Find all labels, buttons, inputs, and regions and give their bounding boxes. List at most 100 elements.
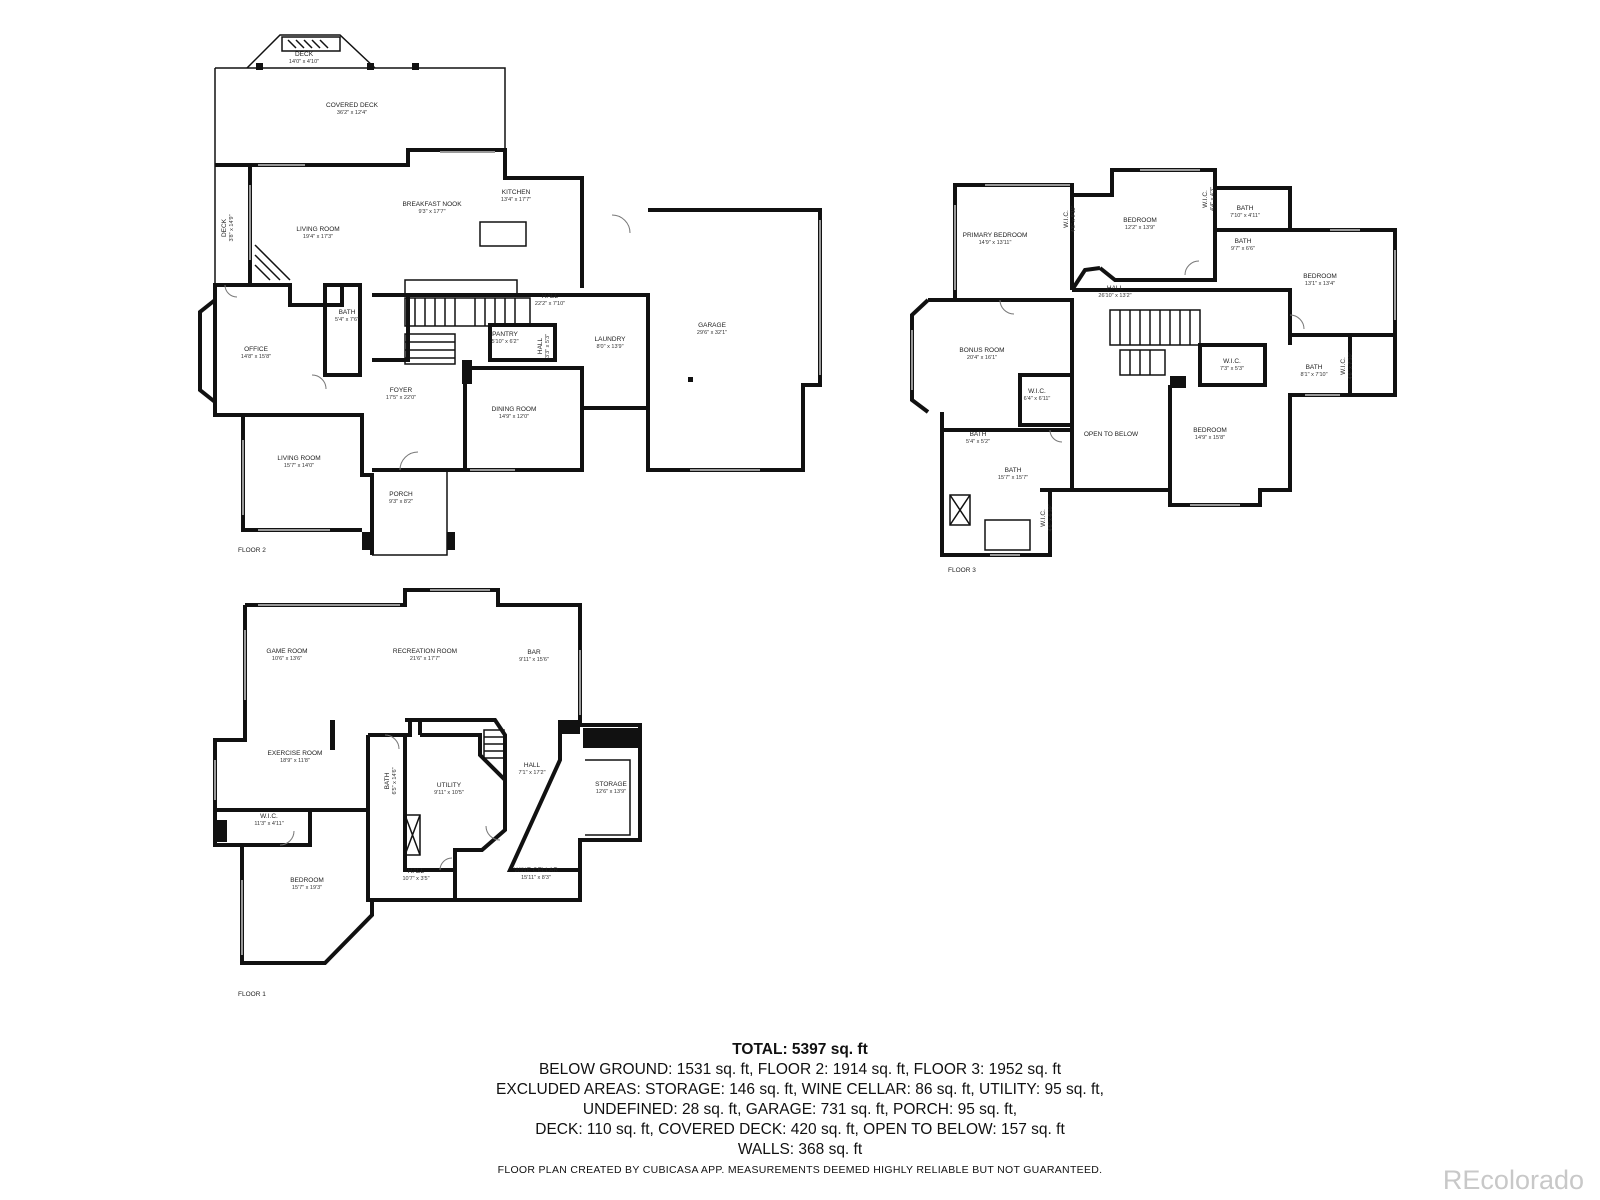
room-dimensions: 8'0" x 13'9" <box>596 344 623 350</box>
room-name: LIVING ROOM <box>296 226 339 233</box>
room-name: LIVING ROOM <box>277 455 320 462</box>
room-name: BATH <box>384 772 391 789</box>
room-dimensions: 18'9" x 11'8" <box>280 758 310 764</box>
room-name: HALL <box>537 337 544 354</box>
room-name: W.I.C. <box>1202 190 1209 208</box>
room-dimensions: 9'3" x 17'7" <box>418 209 445 215</box>
room-dimensions: 15'7" x 14'0" <box>284 463 314 469</box>
room-name: BONUS ROOM <box>959 347 1004 354</box>
room-label: W.I.C.11'3" x 4'11" <box>254 813 283 827</box>
room-name: STORAGE <box>595 781 627 788</box>
room-dimensions: 22'2" x 7'10" <box>535 301 565 307</box>
room-dimensions: 15'11" x 8'3" <box>521 875 551 881</box>
room-name: COVERED DECK <box>326 102 379 109</box>
room-dimensions: 5'4" x 5'2" <box>966 439 990 445</box>
room-name: FOYER <box>390 387 413 394</box>
floor-label: FLOOR 1 <box>238 991 266 998</box>
room-name: BAR <box>527 649 541 656</box>
room-dimensions: 9'11" x 15'6" <box>519 657 549 663</box>
room-dimensions: 29'6" x 32'1" <box>697 330 727 336</box>
room-dimensions: 13'1" x 13'4" <box>1305 281 1335 287</box>
room-label: W.I.C.7'3" x 5'3" <box>1220 358 1244 372</box>
room-dimensions: 15'7" x 19'3" <box>292 885 322 891</box>
room-dimensions: 10'7" x 3'5" <box>402 876 429 882</box>
room-dimensions: 14'9" x 12'0" <box>499 414 529 420</box>
room-dimensions: 36'2" x 12'4" <box>337 110 367 116</box>
floor-2-plan <box>198 34 822 556</box>
watermark-logo: REcolorado <box>1442 1165 1584 1195</box>
room-name: PANTRY <box>492 331 518 338</box>
room-label: OPEN TO BELOW <box>1084 431 1139 438</box>
room-name: LAUNDRY <box>595 336 627 343</box>
room-dimensions: 14'0" x 4'10" <box>289 59 319 65</box>
floor-label: FLOOR 2 <box>238 547 266 554</box>
room-name: W.I.C. <box>1028 388 1046 395</box>
room-label: W.I.C.4'6" x 9'11" <box>1063 206 1077 233</box>
room-label: W.I.C.4'4" x 4'3" <box>1202 187 1216 211</box>
room-dimensions: 4'6" x 6'10" <box>1048 504 1054 531</box>
room-label: W.I.C.4'6" x 7'10" <box>1340 352 1354 379</box>
room-name: KITCHEN <box>502 189 531 196</box>
room-name: W.I.C. <box>1223 358 1241 365</box>
room-name: W.I.C. <box>1040 509 1047 527</box>
room-name: PRIMARY BEDROOM <box>963 232 1028 239</box>
floor-3-plan <box>910 168 1397 557</box>
room-name: BREAKFAST NOOK <box>402 201 462 208</box>
room-name: BATH <box>970 431 987 438</box>
room-dimensions: 4'4" x 4'3" <box>1210 187 1216 211</box>
room-dimensions: 4'6" x 9'11" <box>1071 206 1077 233</box>
room-dimensions: 7'1" x 17'2" <box>518 770 545 776</box>
floor-label: FLOOR 3 <box>948 567 976 574</box>
room-name: HALL <box>524 762 541 769</box>
summary-line: WALLS: 368 sq. ft <box>737 1141 863 1158</box>
room-dimensions: 20'4" x 16'1" <box>967 355 997 361</box>
room-name: BATH <box>1005 467 1022 474</box>
room-name: RECREATION ROOM <box>393 648 457 655</box>
summary-line: BELOW GROUND: 1531 sq. ft, FLOOR 2: 1914… <box>538 1061 1062 1078</box>
room-name: GAME ROOM <box>266 648 307 655</box>
room-name: HALL <box>1107 285 1124 292</box>
room-name: OPEN TO BELOW <box>1084 431 1139 438</box>
room-dimensions: 10'6" x 13'6" <box>272 656 302 662</box>
room-name: BATH <box>1306 364 1323 371</box>
room-label: W.I.C.4'6" x 6'10" <box>1040 504 1054 531</box>
room-dimensions: 13'4" x 17'7" <box>501 197 531 203</box>
room-dimensions: 9'3" x 8'2" <box>389 499 413 505</box>
summary-line: UNDEFINED: 28 sq. ft, GARAGE: 731 sq. ft… <box>582 1101 1018 1118</box>
room-name: BATH <box>1235 238 1252 245</box>
room-dimensions: 3'8" x 14'9" <box>229 214 235 241</box>
room-dimensions: 3'3" x 5'3" <box>545 334 551 358</box>
room-dimensions: 7'10" x 4'11" <box>1230 213 1260 219</box>
room-dimensions: 26'10" x 13'2" <box>1098 293 1131 299</box>
room-dimensions: 19'4" x 17'3" <box>303 234 333 240</box>
room-label: W.I.C.6'4" x 6'11" <box>1024 388 1051 402</box>
room-name: PORCH <box>389 491 413 498</box>
